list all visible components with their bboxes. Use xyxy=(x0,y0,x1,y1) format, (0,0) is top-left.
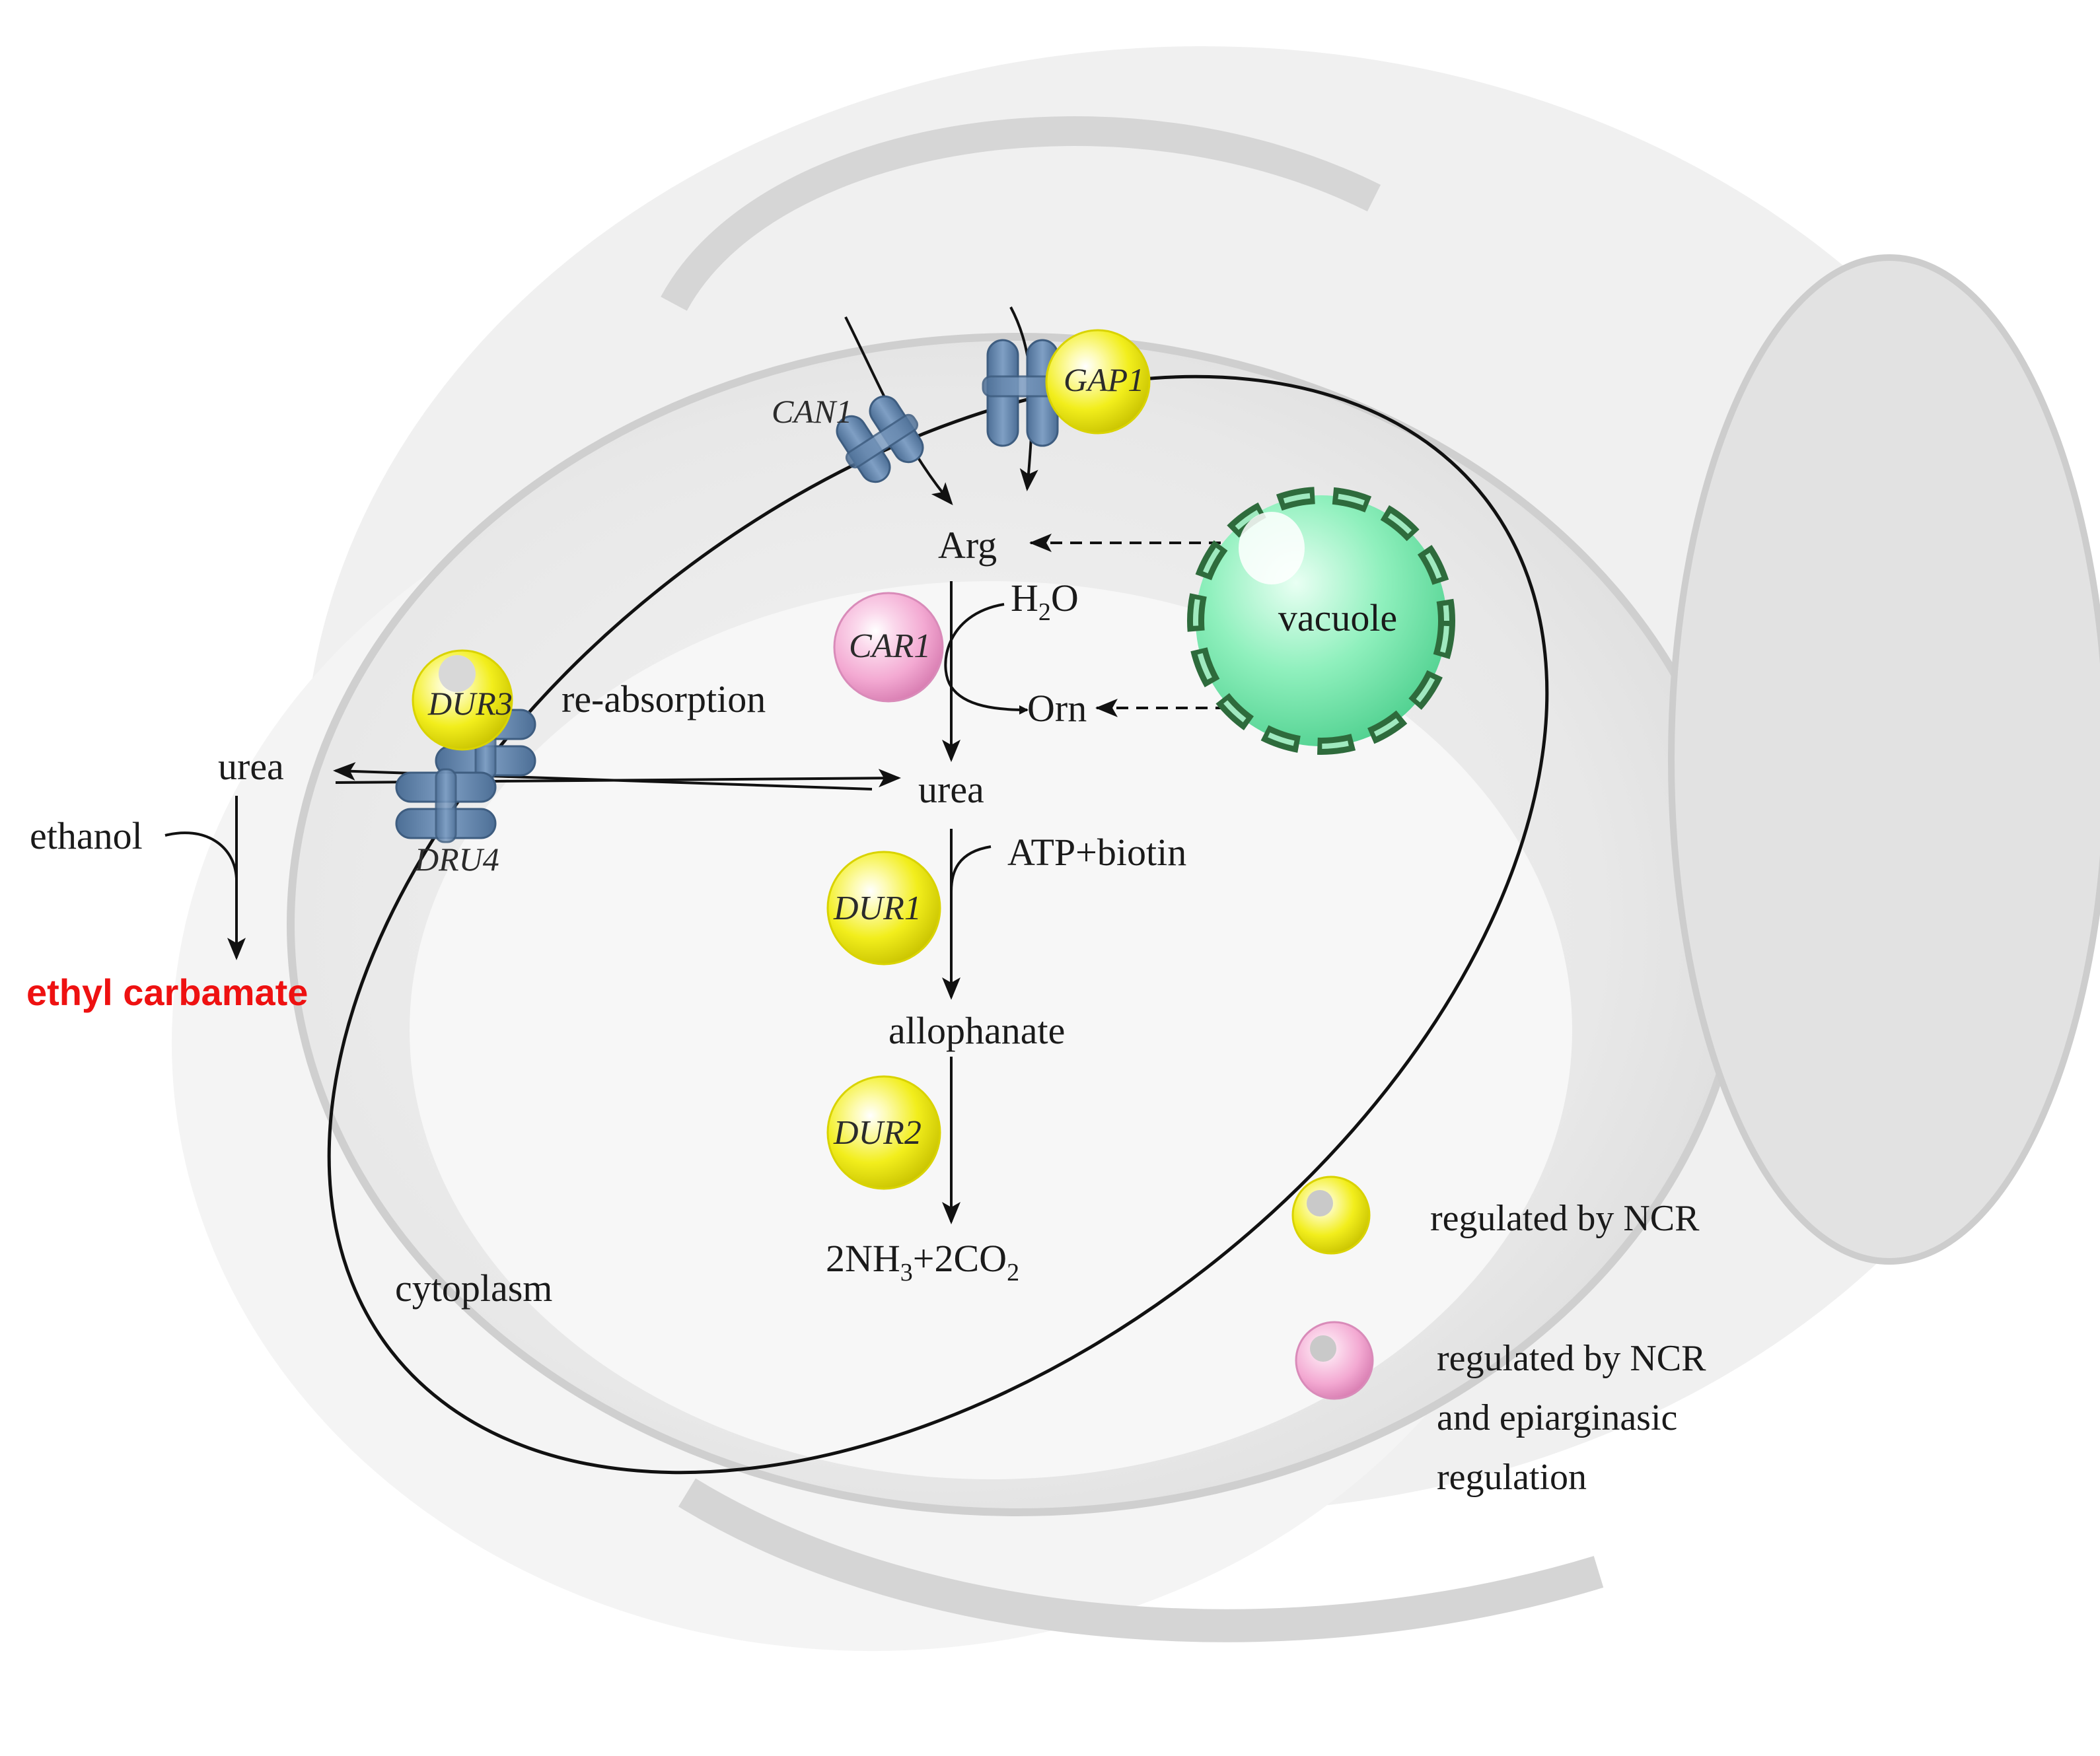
allophanate-label: allophanate xyxy=(888,1009,1065,1052)
legend-ncr-epi-label-line3: regulation xyxy=(1437,1457,1587,1498)
can1-label: CAN1 xyxy=(772,393,852,430)
vacuole-label: vacuole xyxy=(1278,596,1397,639)
legend-ncr-epi-label-line1: regulated by NCR xyxy=(1437,1338,1706,1379)
h2o-input-curve xyxy=(944,603,1029,715)
legend-ncr-swatch xyxy=(1291,1176,1371,1255)
cell-membrane xyxy=(327,374,1549,1475)
ethanol-label: ethanol xyxy=(30,814,143,857)
car1-label: CAR1 xyxy=(849,627,931,665)
products-label: 2NH3+2CO2 xyxy=(826,1237,1019,1286)
h2o-label: H2O xyxy=(1011,577,1079,626)
arg-label: Arg xyxy=(938,524,997,567)
can1-transporter xyxy=(836,395,924,483)
legend-ncr-label: regulated by NCR xyxy=(1430,1198,1700,1239)
dur3-gene-ball xyxy=(412,649,513,751)
car1-gene-ball xyxy=(833,592,944,703)
reabsorption-label: re-absorption xyxy=(561,678,766,720)
dru4-transporter xyxy=(395,768,497,843)
dur2-gene-ball xyxy=(826,1075,941,1190)
gap1-label: GAP1 xyxy=(1064,361,1144,398)
atp-biotin-label: ATP+biotin xyxy=(1007,831,1186,874)
orn-label: Orn xyxy=(1027,687,1087,730)
legend-ncr-epi-swatch xyxy=(1295,1321,1374,1400)
urea-outside-label: urea xyxy=(218,745,284,788)
gap1-gene-ball xyxy=(1045,329,1151,435)
cytoplasm-label: cytoplasm xyxy=(395,1267,552,1310)
dur1-label: DUR1 xyxy=(833,890,922,927)
vacuole: vacuole xyxy=(1187,487,1455,755)
dru4-label: DRU4 xyxy=(414,841,499,878)
ethanol-input-curve xyxy=(164,831,238,879)
atp-biotin-input-curve xyxy=(950,845,992,892)
urea-inside-label: urea xyxy=(918,768,984,811)
ethyl-carbamate-label: ethyl carbamate xyxy=(26,971,308,1013)
dur1-gene-ball xyxy=(826,851,941,966)
legend: regulated by NCR regulated by NCR and ep… xyxy=(1291,1176,1706,1498)
dur2-label: DUR2 xyxy=(833,1114,922,1152)
legend-ncr-epi-label-line2: and epiarginasic xyxy=(1437,1397,1677,1438)
dur3-label: DUR3 xyxy=(427,685,513,722)
